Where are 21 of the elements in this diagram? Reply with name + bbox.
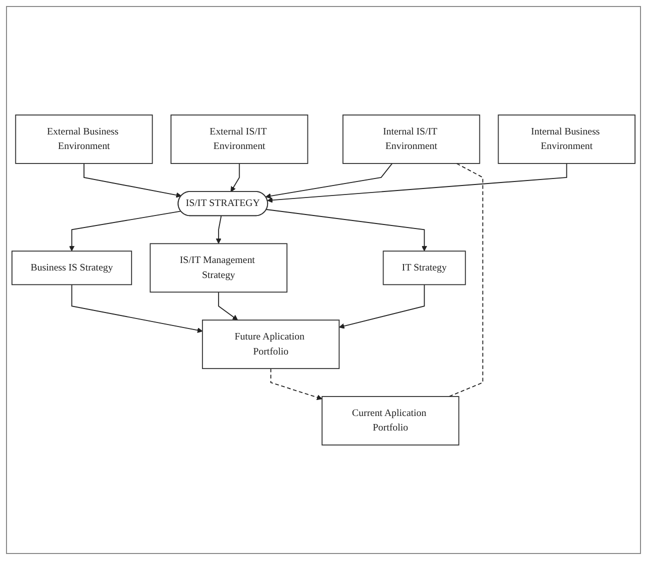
arrow <box>71 284 203 333</box>
arrow <box>266 209 428 252</box>
arrow <box>267 163 568 203</box>
node-box: Business IS Strategy <box>12 250 132 286</box>
node-box: Current Aplication Portfolio <box>322 396 460 446</box>
arrow <box>230 163 240 192</box>
arrow <box>216 216 222 244</box>
arrow <box>84 163 182 198</box>
arrow <box>69 210 182 252</box>
node-box: External IS/IT Environment <box>170 114 308 164</box>
node-box: IS/IT Management Strategy <box>150 243 288 293</box>
connector <box>448 163 484 397</box>
node-box: IT Strategy <box>382 250 466 286</box>
arrow <box>265 163 393 199</box>
node-box: Future Aplication Portfolio <box>202 320 340 370</box>
arrow <box>338 284 425 329</box>
arrow <box>270 368 322 400</box>
node-box: External Business Environment <box>15 114 153 164</box>
arrow <box>218 292 238 320</box>
node-box: Internal IS/IT Environment <box>342 114 480 164</box>
node-box: Internal Business Environment <box>498 114 636 164</box>
